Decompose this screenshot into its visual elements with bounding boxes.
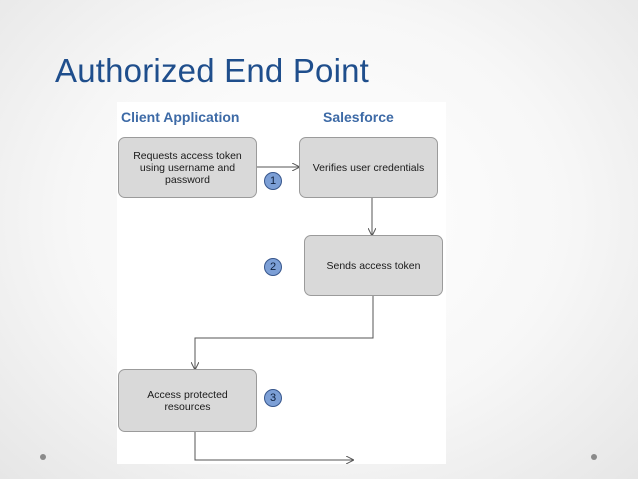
step-badge-1: 1 xyxy=(264,172,282,190)
arrow-access-out xyxy=(194,432,353,460)
decorative-dot-right xyxy=(591,454,597,460)
decorative-dot-left xyxy=(40,454,46,460)
node-send-access-token: Sends access token xyxy=(304,235,443,296)
salesforce-header: Salesforce xyxy=(323,109,394,125)
node-verify-credentials: Verifies user credentials xyxy=(299,137,438,198)
node-access-protected-resources: Access protected resources xyxy=(118,369,257,432)
node-request-access-token: Requests access token using username and… xyxy=(118,137,257,198)
step-badge-3: 3 xyxy=(264,389,282,407)
slide-title: Authorized End Point xyxy=(55,52,370,89)
step-badge-2: 2 xyxy=(264,258,282,276)
client-application-header: Client Application xyxy=(121,109,240,125)
arrow-send-to-access xyxy=(195,296,374,369)
